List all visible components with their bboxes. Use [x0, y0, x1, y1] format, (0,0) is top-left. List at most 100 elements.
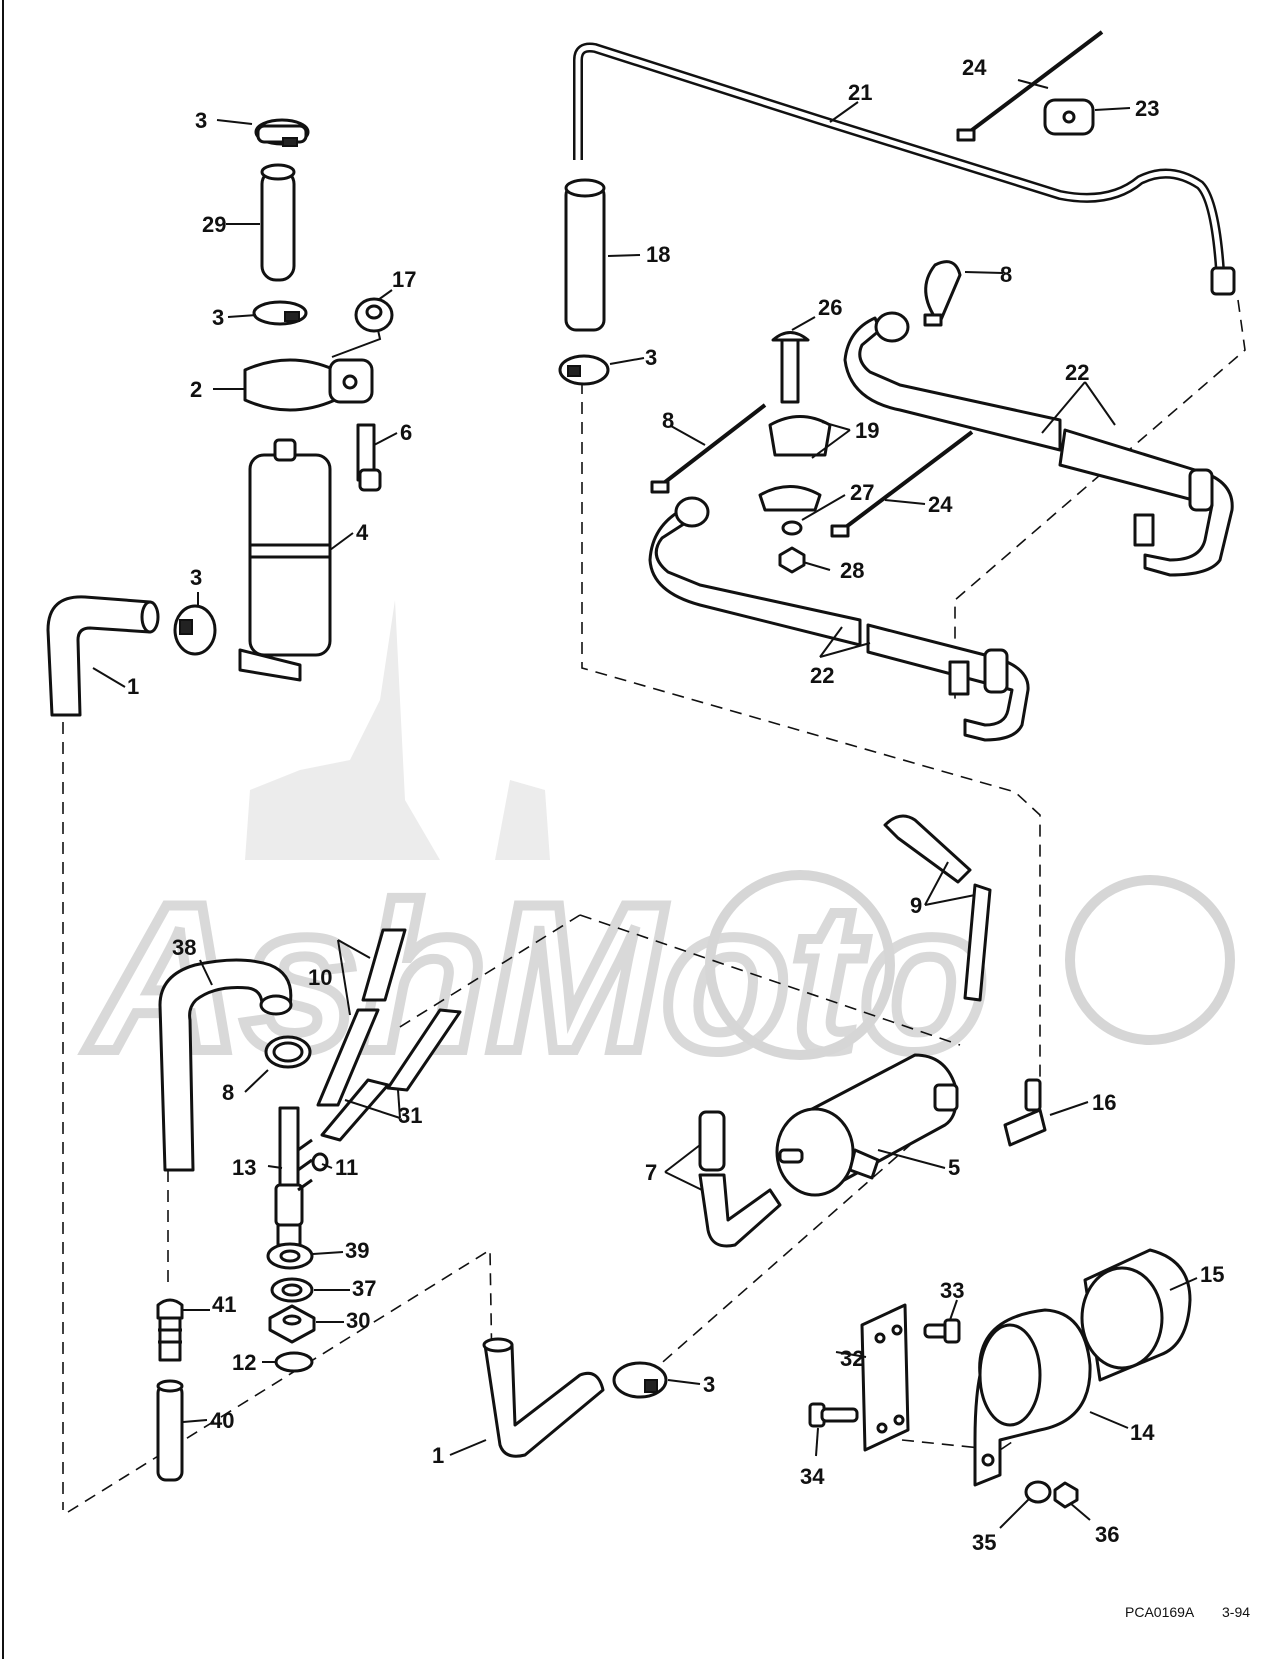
callout-8: 8: [662, 408, 674, 433]
callout-39: 39: [345, 1238, 369, 1263]
callout-37: 37: [352, 1276, 376, 1301]
callout-29: 29: [202, 212, 226, 237]
fitting-41: [156, 1298, 184, 1362]
hose-1-lower: [482, 1337, 605, 1458]
washer-35: [1024, 1480, 1052, 1504]
callout-8: 8: [222, 1080, 234, 1105]
bracket-2: [243, 358, 374, 412]
callout-17: 17: [392, 267, 416, 292]
hoses-9: [883, 814, 992, 1002]
callout-28: 28: [840, 558, 864, 583]
callout-11: 11: [335, 1155, 358, 1180]
callout-41: 41: [212, 1292, 236, 1317]
callout-16: 16: [1092, 1090, 1116, 1115]
callout-labels: 3 29 3 17 2 6 4 3 1 21 24 23 18 8 3 26 2…: [127, 55, 1224, 1555]
callout-40: 40: [210, 1408, 234, 1433]
hose-18: [564, 178, 606, 332]
callout-30: 30: [346, 1308, 370, 1333]
callout-6: 6: [400, 420, 412, 445]
drawing-date: 3-94: [1222, 1604, 1250, 1620]
fuel-line-23: [843, 311, 1234, 577]
washer-37: [270, 1277, 314, 1303]
bracket-14: [973, 1308, 1092, 1487]
sleeve-15: [1080, 1248, 1192, 1382]
filter-5: [775, 1053, 959, 1197]
callout-15: 15: [1200, 1262, 1224, 1287]
callout-18: 18: [646, 242, 670, 267]
leader-lines: [92, 79, 1198, 1529]
callout-31: 31: [398, 1103, 422, 1128]
clamp-3-left: [173, 604, 217, 656]
callout-12: 12: [232, 1350, 256, 1375]
hose-40: [156, 1379, 184, 1482]
callout-8: 8: [1000, 262, 1012, 287]
plate-32: [860, 1303, 910, 1452]
washer-27: [781, 520, 803, 536]
strap-8-top: [923, 260, 962, 327]
tie-strap-8-mid: [650, 403, 767, 494]
callout-3: 3: [195, 108, 207, 133]
hoses-10: [316, 928, 407, 1107]
callout-13: 13: [232, 1155, 256, 1180]
screw-34: [808, 1402, 859, 1428]
washer-39: [266, 1242, 314, 1270]
callout-25: 24: [962, 55, 987, 80]
callout-38: 38: [172, 935, 196, 960]
screw-26: [771, 331, 810, 404]
callout-34: 34: [800, 1464, 825, 1489]
nut-36: [1053, 1481, 1079, 1509]
clamp-3-middle: [252, 300, 308, 326]
fitting-13: [274, 1106, 313, 1247]
hose-38: [158, 958, 293, 1172]
callout-3: 3: [703, 1372, 715, 1397]
clamp-3-right: [558, 354, 610, 386]
callout-22: 22: [810, 663, 834, 688]
elbow-16: [1003, 1078, 1047, 1147]
clamp-3-top: [254, 118, 310, 147]
callout-10: 10: [308, 965, 332, 990]
callout-5: 5: [948, 1155, 960, 1180]
callout-1: 1: [432, 1443, 444, 1468]
hose-29: [260, 163, 296, 282]
bolt-6: [356, 423, 382, 492]
grommet-17: [354, 297, 394, 333]
screw-33: [923, 1318, 961, 1344]
fuel-line-21: [573, 42, 1236, 296]
filter-4: [238, 438, 332, 682]
callout-36: 36: [1095, 1522, 1119, 1547]
callout-1: 1: [127, 674, 139, 699]
hoses-31: [320, 1008, 462, 1142]
callout-23: 22: [1065, 360, 1089, 385]
drawing-code: PCA0169A: [1125, 1604, 1195, 1620]
clamp-8-lower: [264, 1035, 312, 1069]
callout-3: 3: [190, 565, 202, 590]
callout-19: 19: [855, 418, 879, 443]
nut-30: [268, 1304, 316, 1344]
callout-9: 9: [910, 893, 922, 918]
tie-strap-25-mid: [830, 430, 974, 538]
callout-3: 3: [212, 305, 224, 330]
callout-35: 35: [972, 1530, 996, 1555]
callout-33: 33: [940, 1278, 964, 1303]
callout-27: 27: [850, 480, 874, 505]
callout-7: 7: [645, 1160, 657, 1185]
nut-28: [778, 546, 806, 574]
callout-21: 21: [848, 80, 872, 105]
washer-12: [274, 1351, 314, 1373]
callout-32: 32: [840, 1346, 864, 1371]
clamp-3-lower: [612, 1361, 668, 1399]
callout-26: 26: [818, 295, 842, 320]
callout-24: 23: [1135, 96, 1159, 121]
hose-1-upper: [46, 595, 160, 717]
fuel-line-22: [648, 496, 1030, 742]
hoses-7: [698, 1110, 782, 1248]
clip-19: [758, 415, 832, 512]
callout-3: 3: [645, 345, 657, 370]
callout-25: 24: [928, 492, 953, 517]
callout-2: 2: [190, 377, 202, 402]
cap-11: [311, 1152, 329, 1172]
tie-strap-25-top: [956, 30, 1104, 142]
grommet-24: [1043, 98, 1095, 136]
callout-14: 14: [1130, 1420, 1155, 1445]
